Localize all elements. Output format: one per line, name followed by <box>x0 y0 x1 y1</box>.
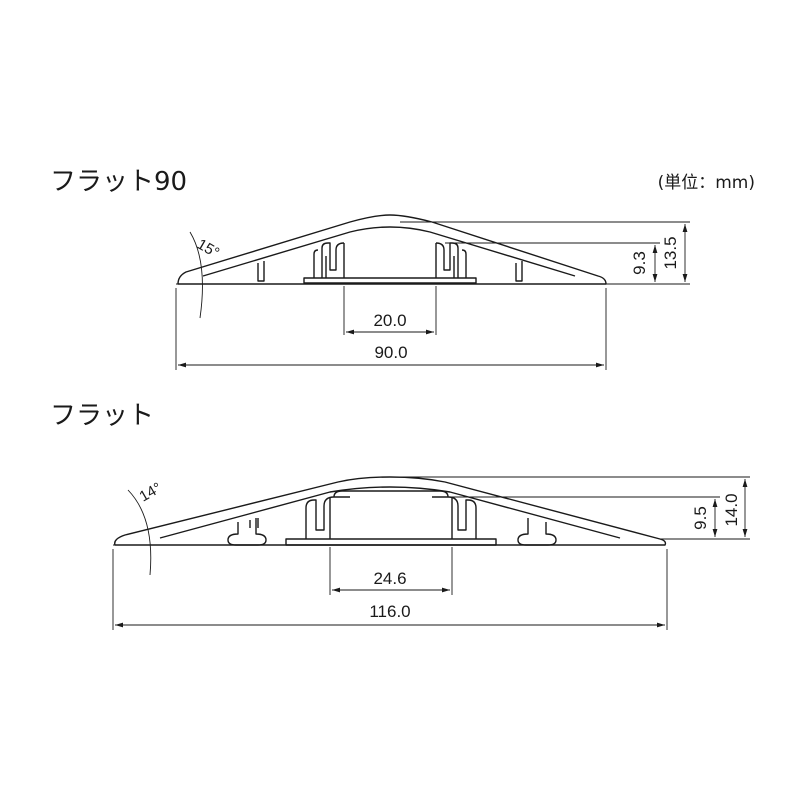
unit-label: (単位：mm) <box>658 173 755 193</box>
angle-arc <box>127 489 152 576</box>
cover-profile <box>177 214 607 285</box>
section-flat: フラット 116.0 2 <box>50 401 750 630</box>
left-small-foot <box>249 518 259 528</box>
right-foot <box>515 261 523 282</box>
base-plate <box>285 538 497 546</box>
section-title: フラット <box>50 401 154 431</box>
dim-inner-height: 9.5 <box>691 506 710 530</box>
dim-total-width: 116.0 <box>369 602 410 621</box>
left-foot <box>227 518 267 546</box>
cover-profile <box>114 476 667 546</box>
angle-label: 15° <box>194 236 222 262</box>
dim-total-width: 90.0 <box>374 343 407 362</box>
base-plate <box>303 277 477 284</box>
channel-clip-right <box>453 249 467 278</box>
angle-label: 14° <box>137 479 165 505</box>
channel-right-wall <box>435 242 459 278</box>
channel-left-wall <box>321 242 345 278</box>
channel-left-wall <box>305 496 350 539</box>
right-foot <box>517 518 557 546</box>
channel-top-lip <box>333 490 449 498</box>
dim-inner-height: 9.3 <box>630 251 649 275</box>
cover-underside <box>159 486 621 539</box>
dim-total-height: 14.0 <box>722 493 741 526</box>
section-flat90: フラット90 90.0 20.0 9 <box>50 167 690 370</box>
cover-underside <box>202 226 576 277</box>
section-title: フラット90 <box>50 167 187 197</box>
channel-right-wall <box>432 496 477 539</box>
dim-total-height: 13.5 <box>661 236 680 269</box>
dim-channel-width: 20.0 <box>373 311 406 330</box>
angle-arc <box>189 231 203 319</box>
dim-channel-width: 24.6 <box>373 569 406 588</box>
channel-clip-left <box>313 249 327 278</box>
left-foot <box>257 261 265 282</box>
